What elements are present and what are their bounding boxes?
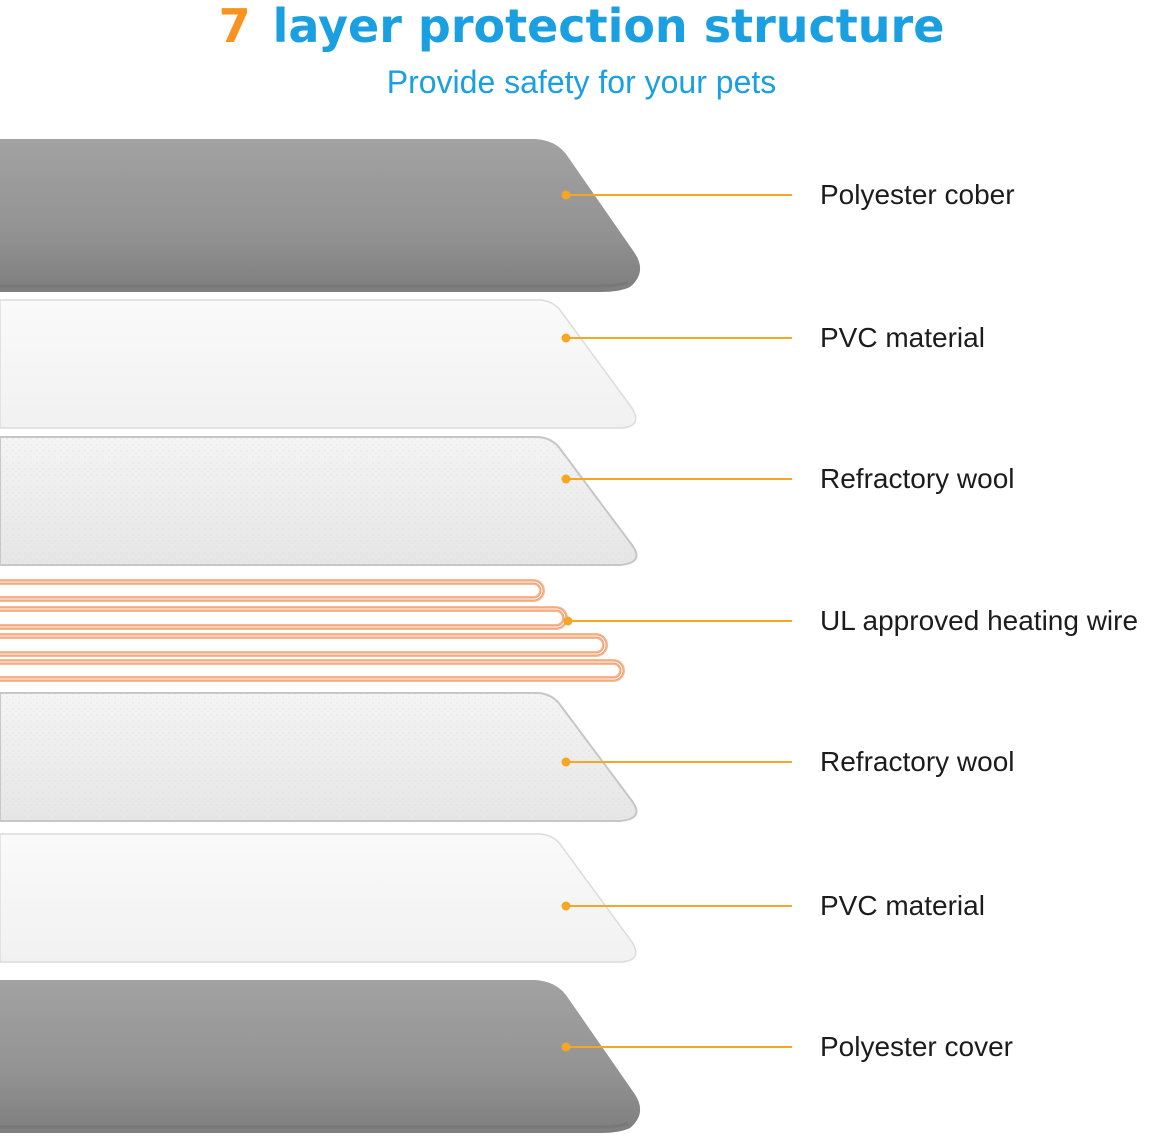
layer-pvc-bottom [0,833,637,963]
layer-wool-top [0,436,638,566]
layer-label: PVC material [820,890,985,921]
pointer-dot [563,616,573,626]
layer-heating-wire [0,579,625,682]
diagram-title: 7 layer protection structure [0,0,1163,52]
pointer-dot [561,333,571,343]
layer-pvc-top [0,299,637,429]
layer-label: UL approved heating wire [820,605,1139,636]
layer-wool-bottom [0,692,638,822]
layer-polyester-bottom [0,980,641,1133]
heating-wire-loop [0,581,543,600]
layer-label: Polyester cober [820,179,1015,210]
title-number: 7 [218,0,251,53]
layer-polyester-top [0,139,641,292]
layer-label: Refractory wool [820,463,1015,494]
pointer-dot [561,190,571,200]
heating-wire-loop [0,633,608,657]
pointer-dot [561,1042,571,1052]
diagram-subtitle: Provide safety for your pets [386,64,777,100]
title-text: layer protection structure [272,0,945,53]
layer-label: Refractory wool [820,746,1015,777]
layer-label: Polyester cover [820,1031,1013,1062]
pointer-dot [561,757,571,767]
pointer-dot [561,901,571,911]
pointer-dot [561,474,571,484]
pointer-lines [561,190,792,1052]
heating-wire-loop [0,661,623,680]
layer-label: PVC material [820,322,985,353]
heating-wire-loop [0,606,568,630]
heating-wire-loop [0,659,625,682]
heating-wire-loop [0,635,606,655]
heating-wire-loop [0,579,545,602]
